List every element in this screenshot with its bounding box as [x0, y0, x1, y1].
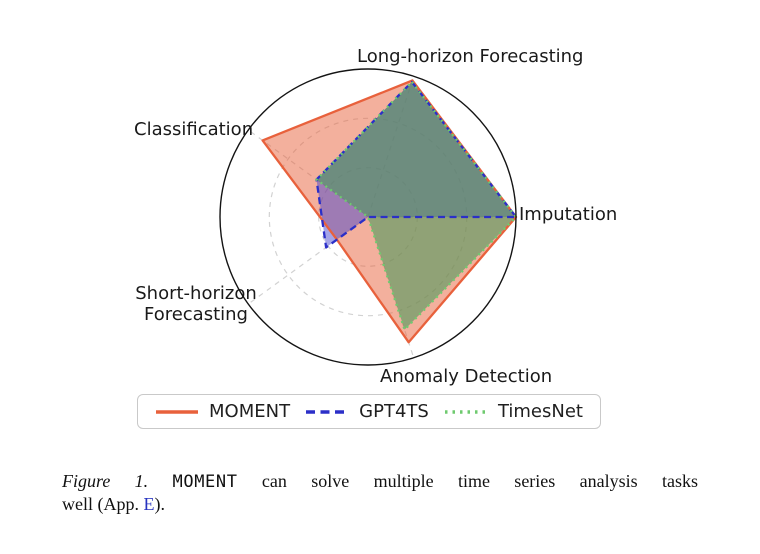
- timesnet-line-swatch-icon: [444, 409, 487, 414]
- axis-label-short-horizon-forecasting: Short-horizon Forecasting: [135, 283, 257, 326]
- caption-model-name: MOMENT: [172, 472, 238, 492]
- legend-label-moment: MOMENT: [209, 401, 291, 422]
- figure-caption: Figure 1. MOMENT can solve multiple time…: [62, 470, 698, 515]
- axis-label-anomaly-detection: Anomaly Detection: [380, 366, 553, 387]
- radar-outer-circle: [219, 68, 517, 366]
- radar-chart: [219, 68, 518, 366]
- series-line-gpt4ts: [315, 80, 518, 249]
- legend-item-gpt4ts: GPT4TS: [305, 401, 429, 422]
- axis-label-imputation: Imputation: [519, 204, 618, 225]
- axis-label-classification: Classification: [134, 119, 254, 140]
- legend-label-gpt4ts: GPT4TS: [359, 401, 429, 422]
- caption-text-2: well (App.: [62, 494, 144, 514]
- gpt4ts-line-swatch-icon: [306, 409, 349, 414]
- legend-item-timesnet: TimesNet: [444, 401, 583, 422]
- caption-line-1: Figure 1. MOMENT can solve multiple time…: [62, 470, 698, 493]
- appendix-e-link[interactable]: E: [143, 494, 155, 514]
- caption-figure-label: Figure 1.: [62, 471, 149, 491]
- moment-line-swatch-icon: [156, 409, 198, 414]
- legend-label-timesnet: TimesNet: [497, 401, 583, 422]
- chart-legend: MOMENT GPT4TS TimesNet: [137, 394, 601, 429]
- caption-text-3: ).: [154, 494, 165, 514]
- legend-item-moment: MOMENT: [155, 401, 290, 422]
- caption-line-2: well (App. E).: [62, 493, 698, 515]
- series-fill-timesnet: [316, 81, 516, 330]
- caption-text: can solve multiple time series analysis …: [261, 471, 699, 491]
- axis-label-long-horizon-forecasting: Long-horizon Forecasting: [357, 46, 584, 67]
